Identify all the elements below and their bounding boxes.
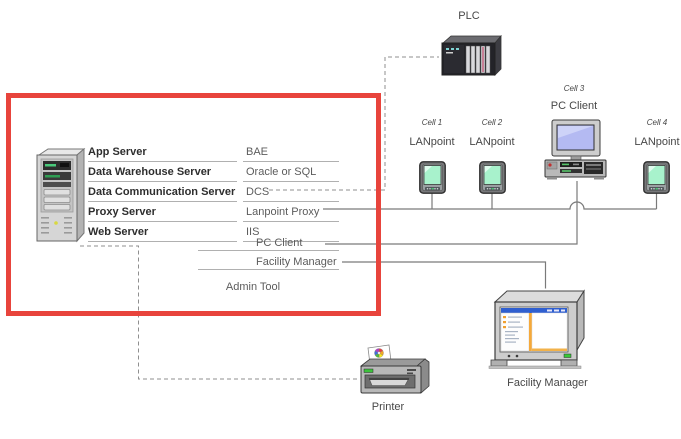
table-row: BAE [243,142,339,162]
cell2-device-label: LANpoint [469,136,515,148]
table-row: Proxy Server [88,202,237,222]
cell4-name: Cell 4 [646,118,668,127]
cell1-device-label: LANpoint [409,136,455,148]
lanpoint-cell4-icon [643,161,670,194]
table-row-facility-manager: Facility Manager [198,255,339,270]
row-label: Proxy Server [88,205,156,218]
cell1-name: Cell 1 [421,118,443,127]
server-tower-icon [34,147,86,245]
pc-client-cell3-icon [543,119,609,182]
plc-icon [439,35,505,79]
server-table-value-column: BAE Oracle or SQL DCS Lanpoint Proxy IIS [243,142,339,242]
facility-manager-label: Facility Manager [507,377,588,389]
row-value: DCS [246,185,270,198]
admin-tool-label: Admin Tool [225,281,281,293]
row-label: App Server [88,145,147,158]
table-row: Web Server [88,222,237,242]
table-row: IIS [243,222,339,242]
table-row: Oracle or SQL [243,162,339,182]
highlight-rectangle [6,93,381,316]
cell3-device-label: PC Client [550,100,598,112]
row-value: Oracle or SQL [246,165,317,178]
plc-label: PLC [458,10,480,22]
facility-manager-icon [487,288,590,373]
table-row: App Server [88,142,237,162]
table-row: Data Warehouse Server [88,162,237,182]
lanpoint-cell2-icon [479,161,506,194]
cell4-device-label: LANpoint [634,136,680,148]
table-row: Data Communication Server [88,182,237,202]
server-table-label-column: App Server Data Warehouse Server Data Co… [88,142,237,242]
printer-label: Printer [371,401,405,413]
row-value: IIS [246,225,260,238]
cell3-name: Cell 3 [563,84,585,93]
row-value: Lanpoint Proxy [246,205,320,218]
row-label: Web Server [88,225,149,238]
lanpoint-cell1-icon [419,161,446,194]
row-label: Data Communication Server [88,185,236,198]
printer-icon [359,344,432,399]
table-row: DCS [243,182,339,202]
row-value: BAE [246,145,269,158]
cell2-name: Cell 2 [481,118,503,127]
table-row: Lanpoint Proxy [243,202,339,222]
table-row-pc-client: PC Client [198,236,339,251]
row-label: Data Warehouse Server [88,165,212,178]
